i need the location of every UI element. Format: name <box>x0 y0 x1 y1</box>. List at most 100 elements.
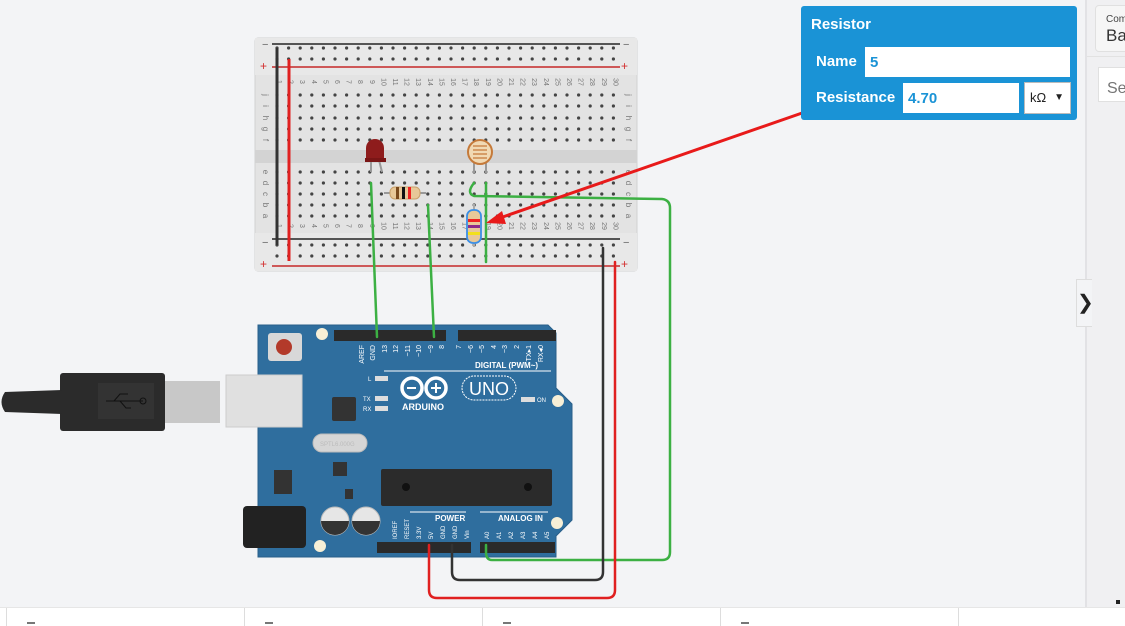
rail-hole <box>495 243 499 247</box>
column-label: 5 <box>321 80 328 84</box>
terminal-hole <box>507 170 511 174</box>
wire-green-a0[interactable] <box>468 181 672 562</box>
terminal-hole <box>298 181 302 185</box>
wire-red-5v[interactable] <box>427 260 617 600</box>
terminal-hole <box>577 127 581 131</box>
terminal-hole <box>519 181 523 185</box>
rail-hole <box>577 46 581 50</box>
column-label: 13 <box>414 222 421 230</box>
rail-hole <box>565 243 569 247</box>
rail-hole <box>379 243 383 247</box>
red-led[interactable] <box>365 139 386 173</box>
terminal-hole <box>379 138 383 142</box>
wire-green-led-gnd[interactable] <box>369 181 379 339</box>
terminal-hole <box>403 127 407 131</box>
terminal-hole <box>461 170 465 174</box>
terminal-hole <box>368 93 372 97</box>
terminal-hole <box>600 93 604 97</box>
terminal-hole <box>507 181 511 185</box>
terminal-hole <box>542 116 546 120</box>
terminal-hole <box>368 127 372 131</box>
terminal-hole <box>588 93 592 97</box>
terminal-hole <box>495 203 499 207</box>
wire-black-gnd[interactable] <box>450 246 605 582</box>
terminal-hole <box>298 138 302 142</box>
terminal-hole <box>321 93 325 97</box>
photoresistor[interactable] <box>467 139 493 173</box>
resistance-input[interactable] <box>902 83 1024 113</box>
terminal-hole <box>321 170 325 174</box>
terminal-hole <box>321 192 325 196</box>
rail-plus-label-tl: + <box>260 59 267 73</box>
terminal-hole <box>379 203 383 207</box>
collapse-panel-button[interactable]: ❯ <box>1076 279 1094 327</box>
terminal-hole <box>542 214 546 218</box>
led-l <box>375 376 388 381</box>
terminal-hole <box>565 181 569 185</box>
terminal-hole <box>495 170 499 174</box>
power-pin-label: GND <box>453 525 459 539</box>
wire-green-resistor-pin9[interactable] <box>426 203 436 339</box>
unit-value: kΩ <box>1030 90 1047 105</box>
rail-hole <box>542 57 546 61</box>
components-dropdown[interactable]: Com Bas <box>1095 5 1125 52</box>
mounting-hole <box>551 517 563 529</box>
name-input[interactable] <box>864 47 1066 77</box>
usb-cable[interactable] <box>1 373 221 431</box>
bottom-tab-4[interactable] <box>720 608 959 626</box>
terminal-hole <box>426 138 430 142</box>
terminal-hole <box>565 127 569 131</box>
bottom-tab-3[interactable] <box>482 608 721 626</box>
terminal-hole <box>379 127 383 131</box>
rail-hole <box>368 57 372 61</box>
terminal-hole <box>391 127 395 131</box>
terminal-hole <box>588 104 592 108</box>
terminal-hole <box>530 116 534 120</box>
circuit-scene[interactable]: 1234567891011121314151617181920212223242… <box>0 0 1085 607</box>
terminal-hole <box>472 116 476 120</box>
terminal-hole <box>461 116 465 120</box>
terminal-hole <box>542 93 546 97</box>
terminal-hole <box>519 203 523 207</box>
rail-hole <box>275 254 279 258</box>
terminal-hole <box>368 214 372 218</box>
rail-hole <box>484 57 488 61</box>
rail-hole <box>588 254 592 258</box>
power-jack <box>243 506 306 548</box>
digital-pin-label: 7 <box>456 345 463 349</box>
terminal-hole <box>345 116 349 120</box>
components-search-input[interactable] <box>1098 67 1125 102</box>
terminal-hole <box>437 116 441 120</box>
bottom-tab-2[interactable] <box>244 608 483 626</box>
terminal-hole <box>542 192 546 196</box>
row-label: g <box>261 127 270 131</box>
terminal-hole <box>310 127 314 131</box>
resistor-1[interactable] <box>384 186 426 200</box>
triangle-down-icon: ▼ <box>1054 92 1064 103</box>
terminal-hole <box>461 127 465 131</box>
resistor-inspector-panel: Resistor Name Resistance kΩ ▼ <box>801 6 1077 120</box>
digital-pin-label: ~6 <box>468 345 475 353</box>
bottom-tab-1[interactable] <box>6 608 245 626</box>
row-label: h <box>261 116 270 120</box>
terminal-hole <box>310 93 314 97</box>
terminal-hole <box>403 170 407 174</box>
terminal-hole <box>519 116 523 120</box>
digital-pin-label: 2 <box>514 345 521 349</box>
digital-pin-label: 13 <box>382 345 389 353</box>
breadboard[interactable]: 1234567891011121314151617181920212223242… <box>254 37 638 272</box>
column-label: 10 <box>379 222 386 230</box>
column-label: 29 <box>600 78 607 86</box>
resistor-selected[interactable] <box>466 204 482 247</box>
rail-minus-label-tl: − <box>262 39 268 51</box>
terminal-hole <box>553 192 558 196</box>
terminal-hole <box>530 93 534 97</box>
crystal-text: SPTL6.000G <box>320 442 355 448</box>
terminal-hole <box>507 127 511 131</box>
row-label: b <box>624 203 633 208</box>
rail-hole <box>588 243 592 247</box>
terminal-hole <box>345 192 349 196</box>
crystal <box>312 433 368 453</box>
resistance-unit-select[interactable]: kΩ ▼ <box>1024 82 1071 114</box>
